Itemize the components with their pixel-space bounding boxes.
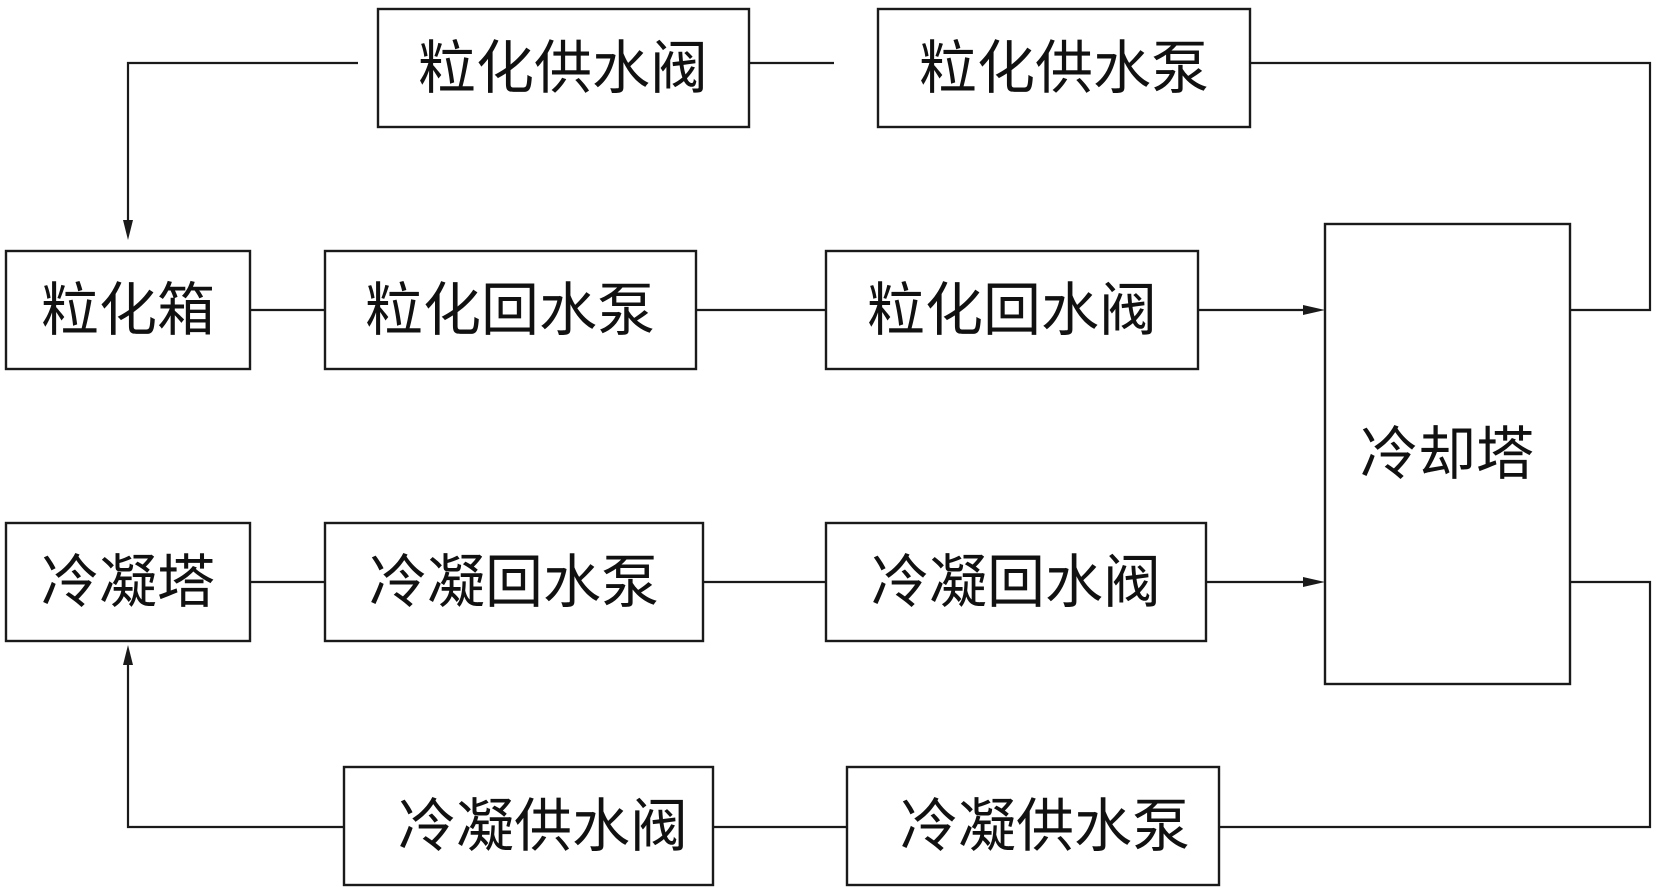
granulation-supply-pump-box: 粒化供水泵 [876, 7, 1252, 129]
condensing-tower-box: 冷凝塔 [4, 521, 252, 643]
line-condensing-supply-valve-to-tower [126, 662, 344, 829]
line-cooling-tower-to-supply-pump [1185, 61, 1652, 312]
arrow-into-granulation-tank [123, 220, 133, 240]
condensing-supply-valve-box: 冷凝供水阀 [342, 765, 715, 887]
granulation-tank-label: 粒化箱 [41, 276, 215, 344]
condensing-tower-label: 冷凝塔 [41, 548, 215, 616]
arrow-into-condensing-tower [123, 645, 133, 665]
granulation-supply-valve-box: 粒化供水阀 [376, 7, 751, 129]
condensing-return-valve-label: 冷凝回水阀 [871, 548, 1161, 616]
arrow-into-cooling-tower-upper [1303, 305, 1325, 315]
condensing-return-valve-box: 冷凝回水阀 [824, 521, 1208, 643]
granulation-return-pump-box: 粒化回水泵 [323, 249, 698, 371]
cooling-tower-label: 冷却塔 [1360, 420, 1534, 488]
cooling-tower-box: 冷却塔 [1323, 222, 1572, 686]
connectors [123, 61, 1652, 829]
line-supply-valve-to-tank [126, 61, 358, 226]
granulation-return-valve-label: 粒化回水阀 [867, 276, 1157, 344]
condensing-supply-pump-label: 冷凝供水泵 [900, 792, 1190, 860]
condensing-supply-pump-box: 冷凝供水泵 [845, 765, 1221, 887]
granulation-supply-pump-label: 粒化供水泵 [919, 34, 1209, 102]
arrow-into-cooling-tower-lower [1303, 577, 1325, 587]
condensing-return-pump-box: 冷凝回水泵 [323, 521, 705, 643]
condensing-return-pump-label: 冷凝回水泵 [369, 548, 659, 616]
condensing-supply-valve-label: 冷凝供水阀 [398, 792, 688, 860]
line-cooling-tower-to-condensing-supply-pump [1219, 580, 1652, 829]
granulation-return-pump-label: 粒化回水泵 [365, 276, 655, 344]
granulation-return-valve-box: 粒化回水阀 [824, 249, 1200, 371]
granulation-tank-box: 粒化箱 [4, 249, 252, 371]
granulation-supply-valve-label: 粒化供水阀 [418, 34, 708, 102]
